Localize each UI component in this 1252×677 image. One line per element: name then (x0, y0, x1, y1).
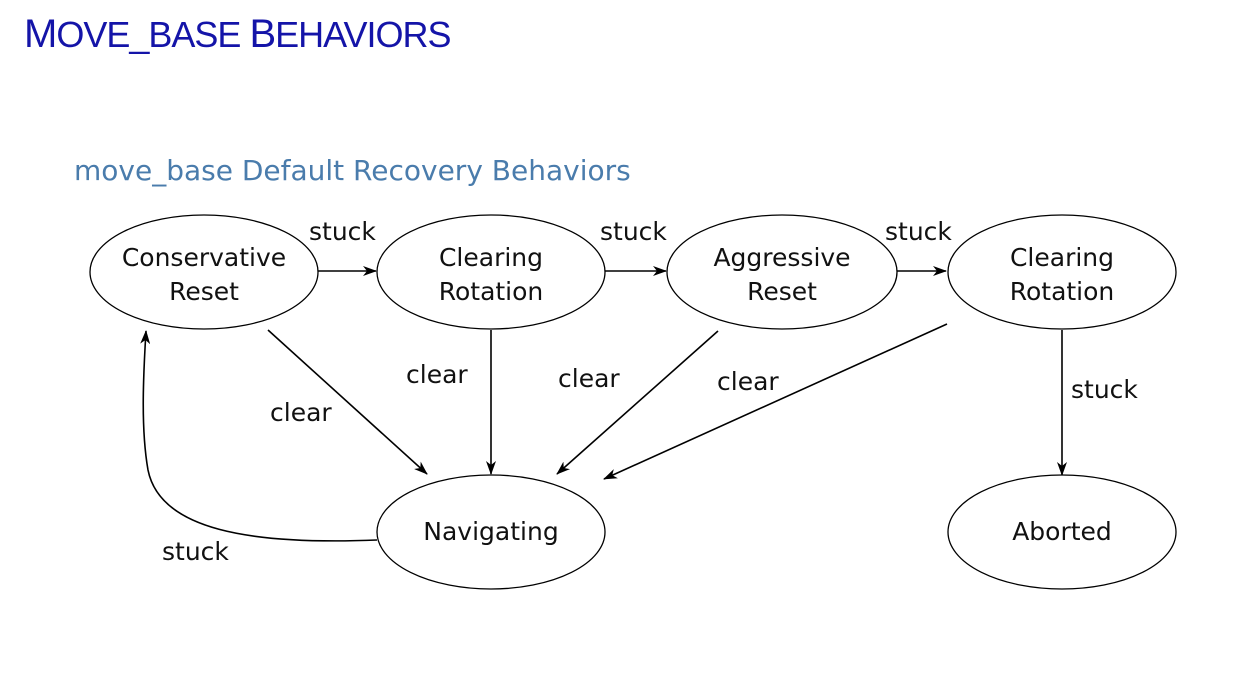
edge-conservative-to-navigating (267, 329, 428, 475)
slide-title-part-2: EHAVIORS (275, 14, 451, 55)
node-clearing-rotation-2: Clearing Rotation (947, 214, 1177, 330)
edge-label-stuck: stuck (162, 537, 229, 566)
slide-title-initial: M (24, 12, 57, 56)
edge-label-clear: clear (717, 367, 779, 396)
edge-label-stuck: stuck (1071, 375, 1138, 404)
node-aborted: Aborted (947, 474, 1177, 590)
edge-label-clear: clear (406, 360, 468, 389)
node-label-line2: Reset (169, 277, 239, 306)
slide-title-initial-2: B (249, 12, 276, 56)
node-navigating: Navigating (376, 474, 606, 590)
edge-clearing2-to-navigating (603, 323, 948, 480)
edge-label-stuck: stuck (600, 217, 667, 246)
edge-aggressive-to-navigating (556, 330, 719, 475)
node-label-line2: Reset (747, 277, 817, 306)
node-conservative-reset: Conservative Reset (89, 214, 319, 330)
node-label: Aborted (1012, 517, 1112, 546)
diagram-title: move_base Default Recovery Behaviors (74, 154, 631, 187)
edge-label-clear: clear (558, 364, 620, 393)
edge-label-clear: clear (270, 398, 332, 427)
node-label-line1: Aggressive (713, 243, 850, 272)
node-label-line1: Clearing (439, 243, 543, 272)
node-label-line2: Rotation (439, 277, 544, 306)
node-label-line1: Clearing (1010, 243, 1114, 272)
node-label: Navigating (423, 517, 558, 546)
node-label-line2: Rotation (1010, 277, 1115, 306)
edge-label-stuck: stuck (309, 217, 376, 246)
node-label-line1: Conservative (122, 243, 286, 272)
node-aggressive-reset: Aggressive Reset (666, 214, 898, 330)
edge-navigating-to-conservative (140, 330, 378, 542)
slide-title-part: OVE_BASE (56, 14, 250, 55)
node-clearing-rotation-1: Clearing Rotation (376, 214, 606, 330)
slide-title: MOVE_BASE BEHAVIORS (24, 12, 452, 57)
edge-label-stuck: stuck (885, 217, 952, 246)
